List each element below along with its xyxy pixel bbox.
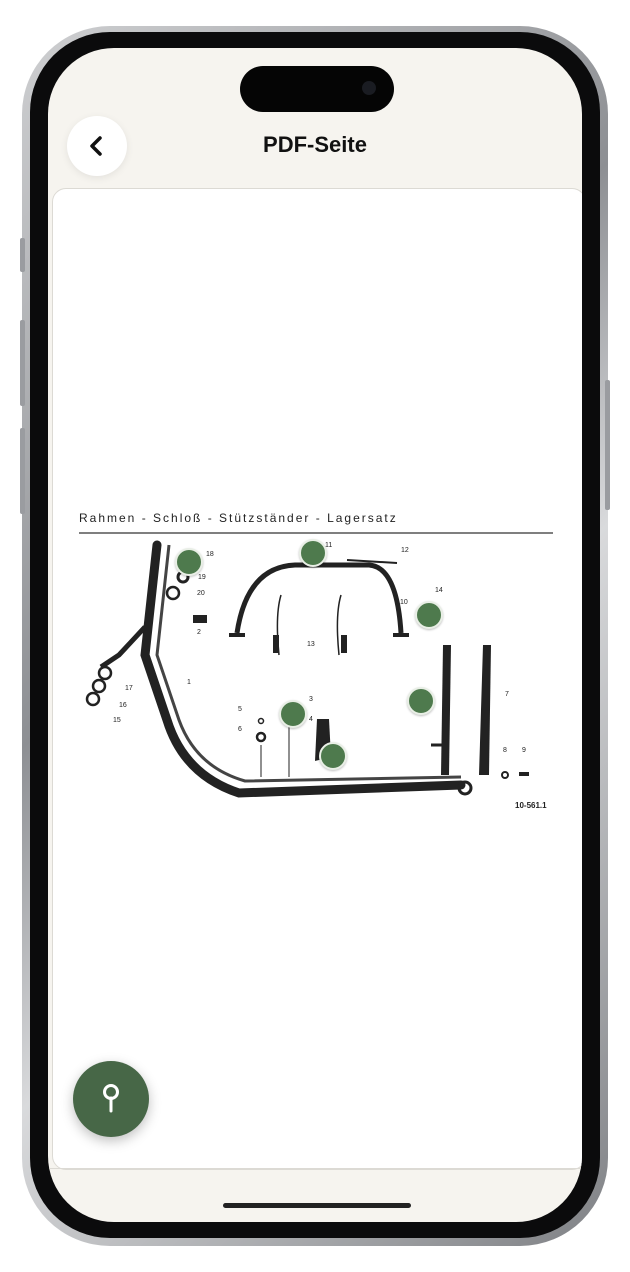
part-label-1: 1 (187, 679, 191, 686)
part-label-15: 15 (113, 717, 121, 724)
card-bottom-divider (48, 1168, 582, 1169)
location-marker[interactable] (175, 548, 203, 576)
part-label-11: 11 (325, 542, 333, 549)
part-label-9: 9 (522, 747, 526, 754)
part-label-18: 18 (206, 551, 214, 558)
part-label-4: 4 (309, 716, 313, 723)
page-title: PDF-Seite (263, 132, 367, 157)
part-label-13: 13 (307, 641, 315, 648)
location-marker[interactable] (279, 700, 307, 728)
part-label-3: 3 (309, 696, 313, 703)
part-label-12: 12 (401, 547, 409, 554)
location-marker[interactable] (407, 687, 435, 715)
action-button (20, 238, 25, 272)
volume-up-button (20, 320, 25, 406)
pdf-page-view[interactable]: Rahmen - Schloß - Stützständer - Lagersa… (52, 188, 582, 1170)
part-label-20: 20 (197, 590, 205, 597)
parts-diagram[interactable]: Rahmen - Schloß - Stützständer - Lagersa… (79, 505, 557, 835)
power-button (605, 380, 610, 510)
volume-down-button (20, 428, 25, 514)
map-pin-icon (103, 1084, 119, 1113)
part-label-10: 10 (400, 599, 408, 606)
screen: PDF-Seite Rahmen - Schloß - Stützständer… (48, 48, 582, 1222)
diagram-heading: Rahmen - Schloß - Stützständer - Lagersa… (79, 511, 398, 525)
part-label-5: 5 (238, 706, 242, 713)
location-marker[interactable] (415, 601, 443, 629)
home-indicator[interactable] (223, 1203, 411, 1208)
part-label-2: 2 (197, 629, 201, 636)
part-label-8: 8 (503, 747, 507, 754)
part-label-7: 7 (505, 691, 509, 698)
camera-icon (362, 81, 376, 95)
part-label-16: 16 (119, 702, 127, 709)
part-label-19: 19 (198, 574, 206, 581)
drawing-number: 10-561.1 (515, 801, 547, 810)
part-label-14: 14 (435, 587, 443, 594)
dynamic-island (240, 66, 394, 112)
part-label-6: 6 (238, 726, 242, 733)
add-pin-button[interactable] (73, 1061, 149, 1137)
part-label-17: 17 (125, 685, 133, 692)
chevron-left-icon (90, 136, 102, 156)
frame-drawing (79, 532, 553, 798)
location-marker[interactable] (319, 742, 347, 770)
location-marker[interactable] (299, 539, 327, 567)
back-button[interactable] (67, 116, 127, 176)
